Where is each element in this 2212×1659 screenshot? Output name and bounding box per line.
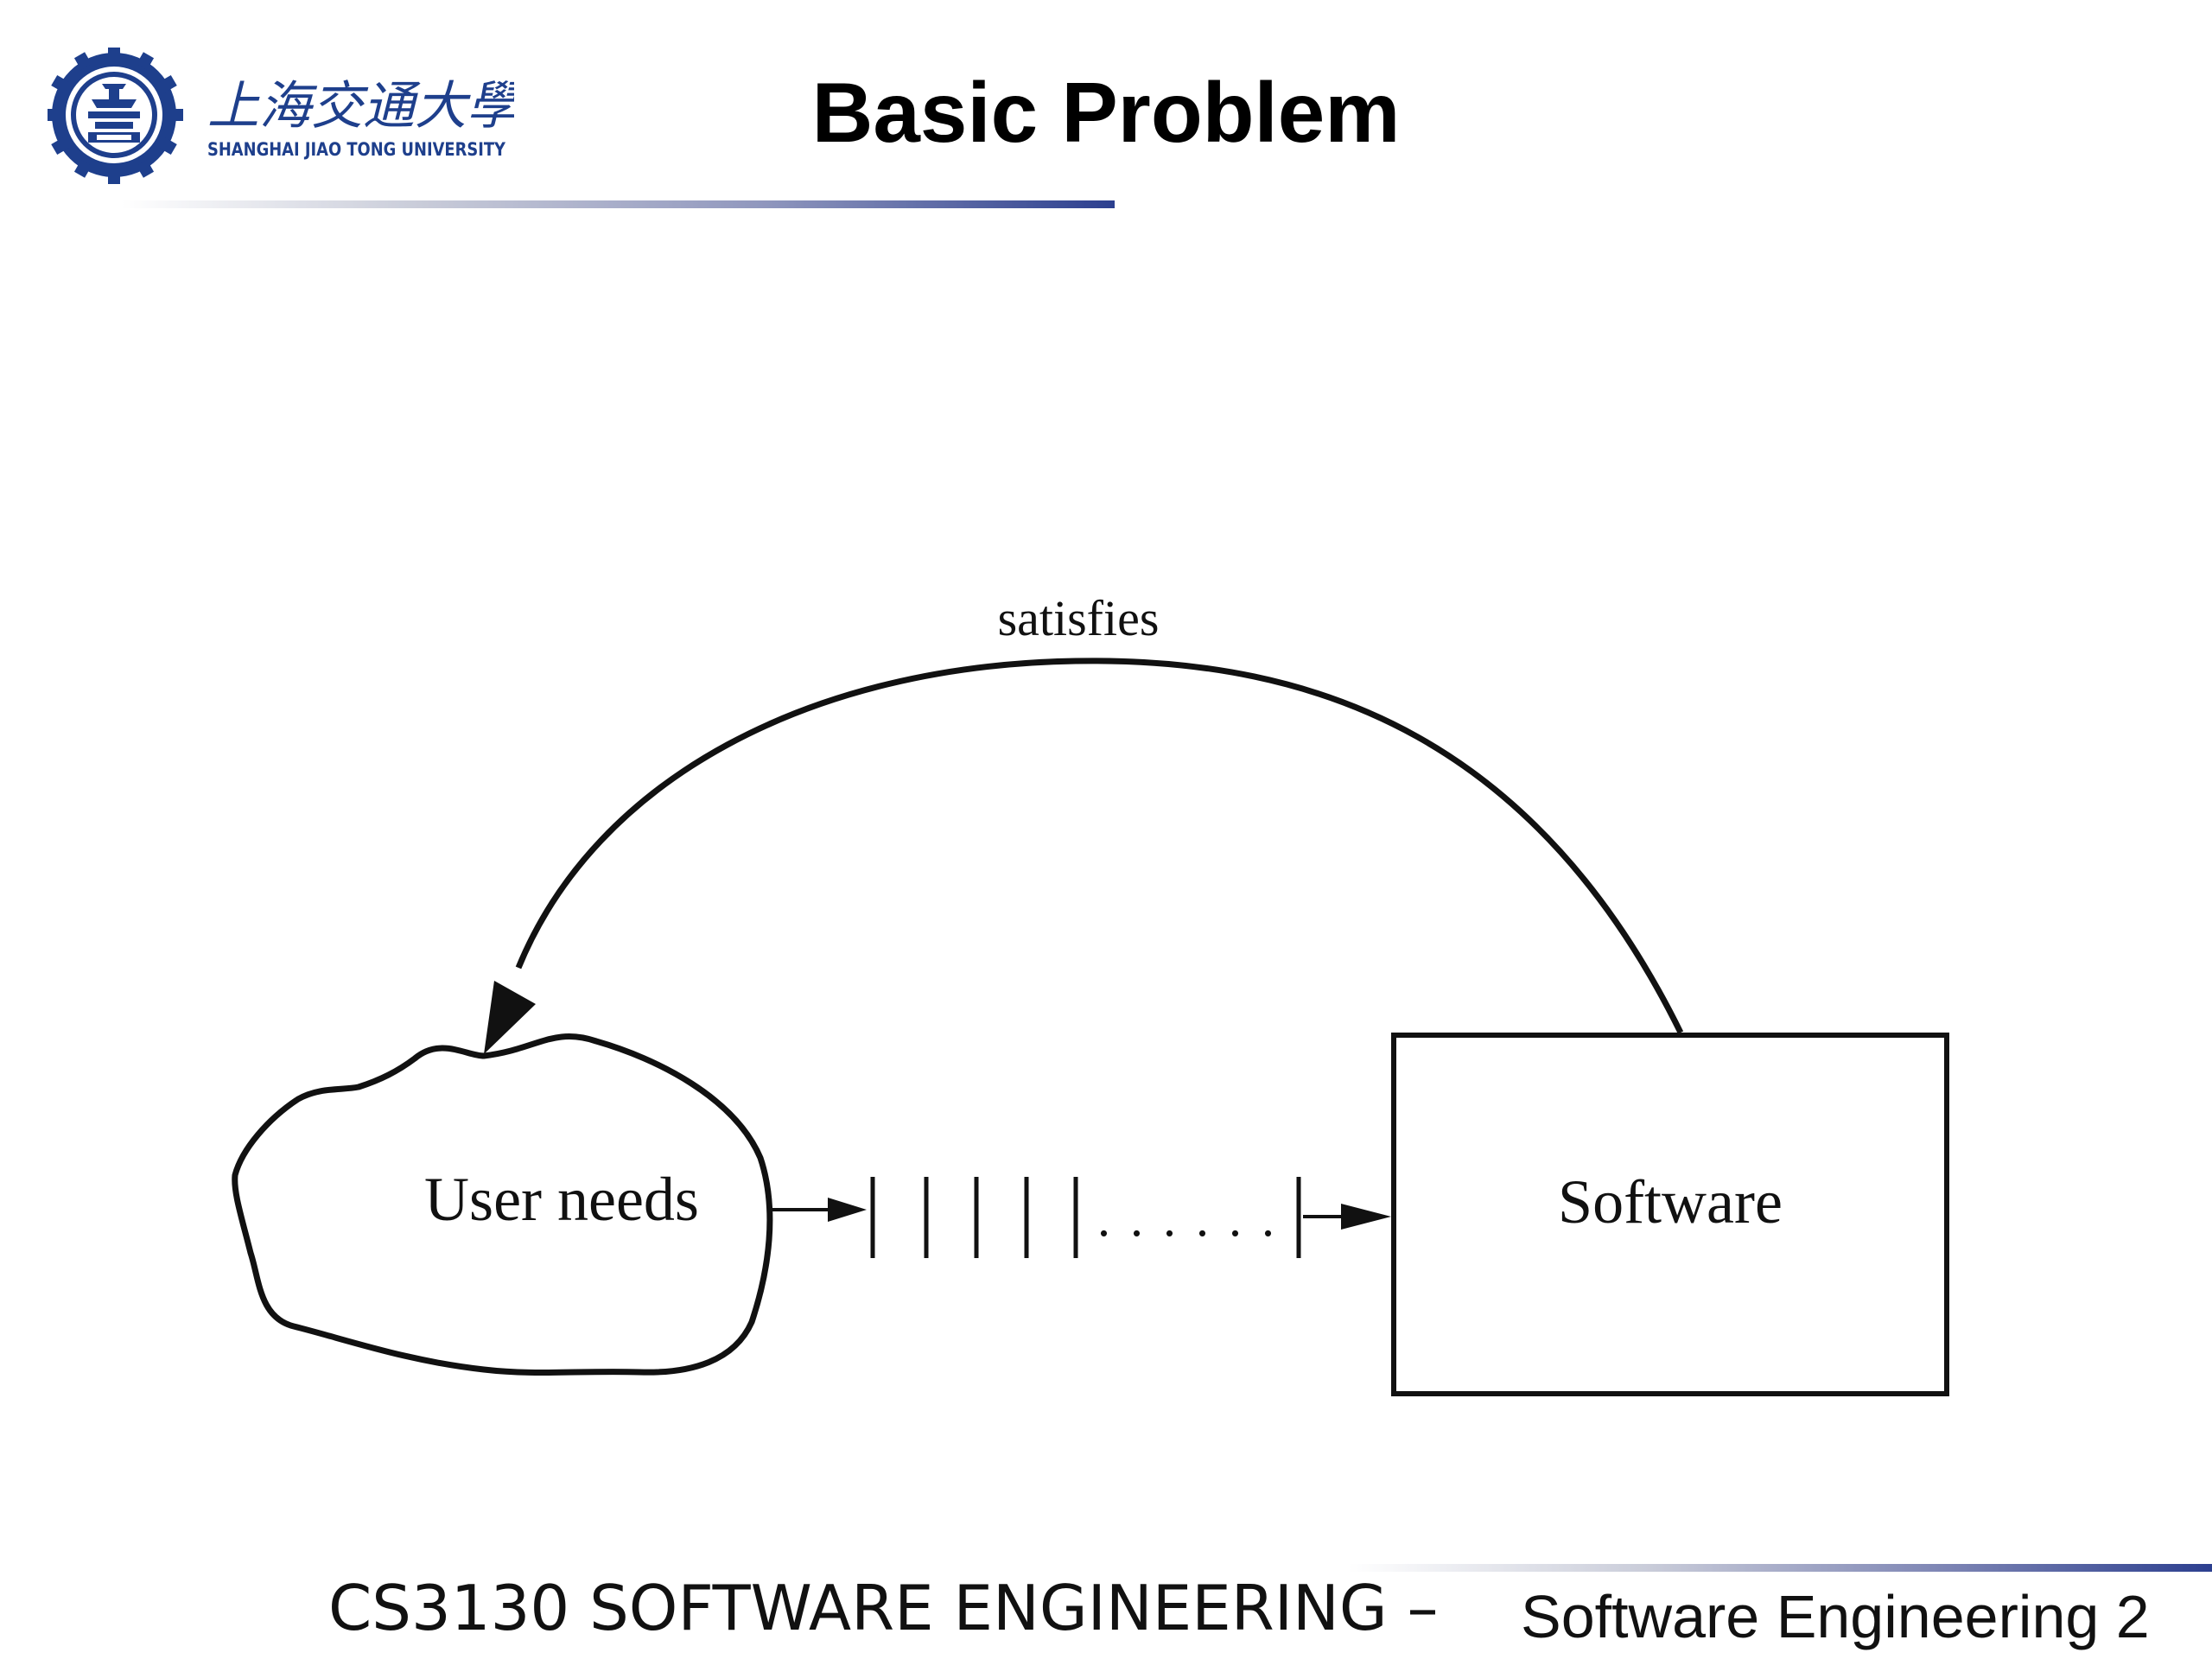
footer-course: CS3130 SOFTWARE ENGINEERING – [328, 1572, 1439, 1644]
user-needs-cloud [232, 1033, 773, 1376]
arrow-label: satisfies [998, 590, 1160, 646]
box-label: Software [1558, 1167, 1783, 1236]
header-divider [121, 200, 1115, 208]
logo-english-name: SHANGHAI JIAO TONG UNIVERSITY [207, 139, 506, 160]
footer-topic: Software Engineering 2 [1521, 1583, 2150, 1650]
satisfies-arrowhead [484, 981, 536, 1054]
slide-title: Basic Problem [811, 65, 1401, 160]
university-logo: 上海交通大學 SHANGHAI JIAO TONG UNIVERSITY [48, 48, 514, 186]
cloud-label: User needs [424, 1165, 699, 1234]
continuation-dots: . . . . . . [1097, 1190, 1278, 1247]
university-seal-icon: 上海交通大學 SHANGHAI JIAO TONG UNIVERSITY [48, 48, 514, 184]
logo-chinese-name: 上海交通大學 [207, 76, 514, 137]
footer-divider [1348, 1564, 2212, 1572]
software-box [1391, 1033, 1949, 1396]
increment-sequence: . . . . . . [767, 1177, 1391, 1258]
satisfies-arc [515, 658, 1684, 1034]
